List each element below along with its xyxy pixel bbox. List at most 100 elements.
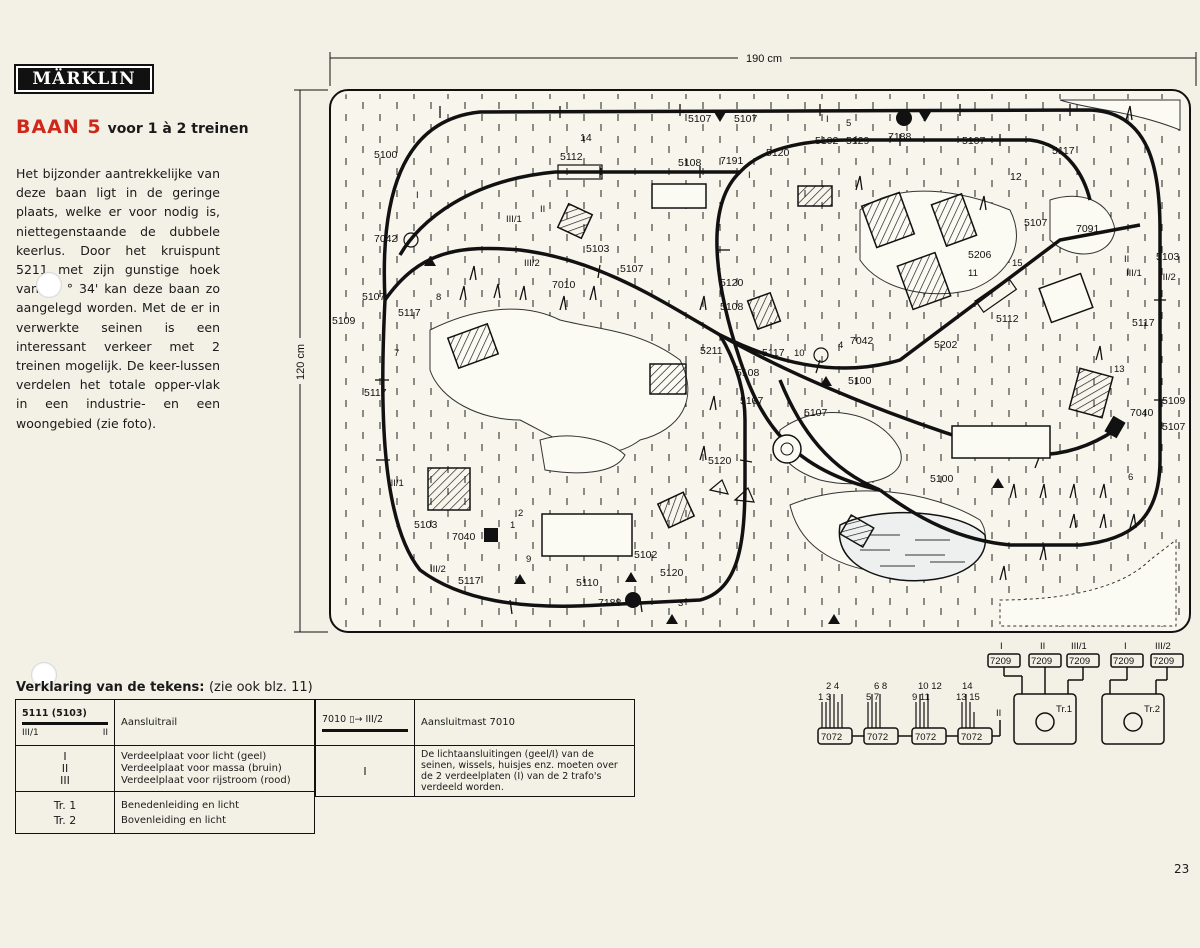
mast-code: 7010: [322, 713, 347, 725]
lbl: 5108: [720, 301, 744, 313]
lbl: 15: [1012, 258, 1023, 269]
legend-mast-text: Aansluitmast 7010: [414, 699, 635, 746]
roman: III/2: [524, 258, 540, 269]
width-label: 190 cm: [746, 53, 782, 65]
title-subtitle: voor 1 à 2 treinen: [107, 121, 249, 137]
roman: I: [416, 190, 419, 201]
lbl: 8: [436, 292, 441, 303]
lbl: 5117: [762, 347, 785, 359]
lbl: 7188: [598, 597, 622, 609]
lbl: 1: [510, 520, 515, 531]
punch-hole-top: [36, 272, 62, 298]
legend-light-text: De lichtaansluitingen (geel/I) van de se…: [414, 745, 635, 797]
dist-label: III/1: [1071, 641, 1087, 652]
page-number: 23: [1174, 862, 1190, 876]
mast-sub: III/2: [365, 713, 384, 725]
group-label: 10 12: [918, 681, 942, 692]
lbl: 5107: [740, 395, 764, 407]
dist-7209: 7209: [1069, 656, 1090, 667]
rail-code: 5111 (5103): [22, 707, 87, 719]
lbl: 10: [794, 348, 805, 359]
lbl: 5107: [1024, 217, 1048, 229]
lbl: 5120: [708, 455, 732, 467]
group-label: 2 4: [826, 681, 839, 692]
roman-labels: III/1 II III/2 I III/1 III/2 II III/1 II…: [388, 114, 1176, 575]
lbl: 14: [580, 132, 592, 144]
lbl: 5108: [678, 157, 702, 169]
lbl: 5107: [1162, 421, 1186, 433]
dist-label: I: [1000, 641, 1003, 652]
intro-text: Het bijzonder aantrekkelijke van deze ba…: [16, 166, 220, 431]
height-label: 120 cm: [295, 344, 307, 380]
trees: [459, 105, 1137, 581]
legend-rail-text: Aansluitrail: [114, 699, 315, 746]
legend-note: (zie ook blz. 11): [208, 680, 313, 695]
lbl: 6: [1128, 472, 1133, 483]
lbl: 7010: [552, 279, 576, 291]
signals: [424, 110, 1126, 624]
lbl: 5107: [620, 263, 644, 275]
roman: III/1: [506, 214, 522, 225]
group-label: 1 3: [818, 692, 831, 703]
lbl: 5206: [968, 249, 992, 261]
lbl: 5107: [804, 407, 828, 419]
title-baan: BAAN 5: [16, 116, 102, 138]
box-7072-3: 7072: [915, 732, 936, 743]
lbl: 5100: [848, 375, 872, 387]
lbl: 5109: [1162, 395, 1186, 407]
dist-7209: 7209: [1031, 656, 1052, 667]
lbl: 7191: [720, 155, 744, 167]
lbl: 5103: [1156, 251, 1180, 263]
lbl: 2: [518, 508, 523, 519]
lbl: 7042: [850, 335, 874, 347]
lbl: 5107: [362, 291, 386, 303]
lbl: 11: [968, 268, 978, 279]
trafo-symbol: Tr. 1: [53, 798, 77, 812]
rail-sub-a: III/1: [22, 727, 39, 738]
legend-trafo-text: Benedenleiding en licht Bovenleiding en …: [114, 791, 315, 834]
trafo-text: Bovenleiding en licht: [121, 814, 227, 826]
lbl: 5117: [458, 575, 481, 587]
legend-trafo-symbol: Tr. 1 Tr. 2: [15, 791, 115, 834]
dimension-width: 190 cm: [329, 51, 1197, 86]
roman: III/2: [430, 564, 446, 575]
plate-symbol: III: [60, 773, 70, 787]
lbl: 5103: [414, 519, 438, 531]
fountain: [772, 434, 802, 464]
legend-table-left: 5111 (5103) III/1 II Aansluitrail I II I…: [15, 699, 315, 834]
group-label: 14: [962, 681, 973, 692]
switch-boxes: [403, 164, 1018, 503]
lbl: 5112: [996, 313, 1019, 325]
page-title: BAAN 5 voor 1 à 2 treinen: [16, 116, 249, 138]
lbl: 5120: [720, 277, 744, 289]
plate-text: Verdeelplaat voor rijstroom (rood): [121, 774, 291, 786]
lbl: 7040: [1130, 407, 1154, 419]
lbl: 5117: [364, 387, 387, 399]
lbl: 5102: [815, 135, 839, 147]
legend-table-right: 7010 ▯→ III/2 Aansluitmast 7010 I De lic…: [315, 699, 635, 797]
plate-text: Verdeelplaat voor massa (bruin): [121, 762, 282, 774]
lbl: 5102: [634, 549, 658, 561]
group-label: 5 7: [866, 692, 879, 703]
lbl: 5103: [586, 243, 610, 255]
trafo-symbol: Tr. 2: [53, 813, 77, 827]
group-label: 6 8: [874, 681, 887, 692]
punch-hole-bottom: [31, 662, 57, 688]
marklin-logo: MÄRKLIN: [14, 64, 154, 94]
lbl: 5110: [576, 577, 599, 589]
lbl: 5: [846, 118, 851, 129]
track-labels: 5107 5107 5102 5129 7188 5107 5117 5100 …: [332, 113, 1186, 609]
box-7072-1: 7072: [821, 732, 842, 743]
lbl: 7040: [452, 531, 476, 543]
legend-light-symbol: I: [315, 745, 415, 797]
lbl: 5120: [766, 147, 790, 159]
legend-mast-symbol: 7010 ▯→ III/2: [315, 699, 415, 746]
dist-label: II: [1040, 641, 1045, 652]
lbl: 3: [678, 598, 683, 609]
plate-symbol: I: [63, 749, 67, 763]
dist-label: III/2: [1155, 641, 1171, 652]
lbl: 7: [394, 348, 399, 359]
dist-label: I: [1124, 641, 1127, 652]
mast-line: [322, 728, 408, 732]
lbl: 5112: [560, 151, 583, 163]
